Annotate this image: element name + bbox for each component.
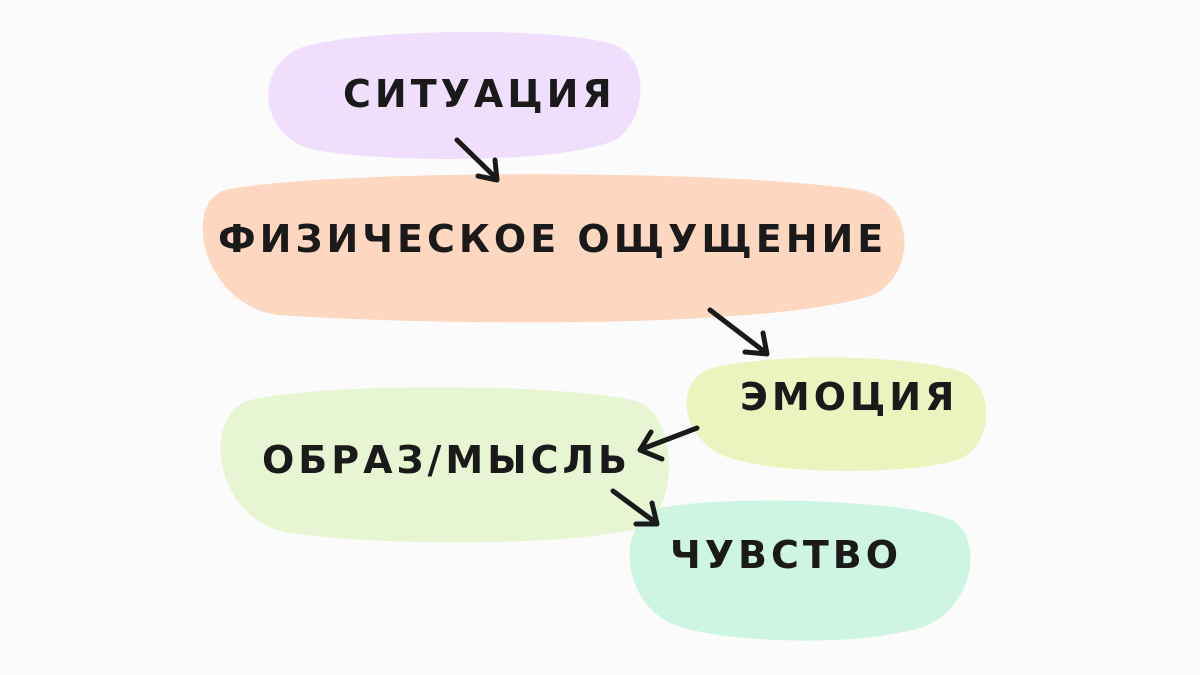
arrow-shaft bbox=[610, 488, 658, 525]
edge-emotion-to-thought bbox=[637, 425, 700, 462]
node-image-thought-label: ОБРАЗ/МЫСЛЬ bbox=[262, 438, 632, 482]
node-emotion-label: ЭМОЦИЯ bbox=[740, 375, 959, 419]
node-feeling-shape bbox=[629, 500, 971, 641]
arrow-head bbox=[475, 157, 500, 183]
node-physical-sensation-shape bbox=[202, 174, 905, 323]
node-situation-label: СИТУАЦИЯ bbox=[343, 72, 616, 116]
node-physical-sensation-label: ФИЗИЧЕСКОЕ ОЩУЩЕНИЕ bbox=[218, 217, 888, 261]
node-feeling-label: ЧУВСТВО bbox=[670, 533, 903, 577]
arrow-shaft bbox=[639, 425, 700, 452]
edge-physical-to-emotion bbox=[707, 307, 770, 357]
arrow-head bbox=[633, 500, 660, 527]
arrow-head bbox=[637, 429, 665, 462]
arrow-shaft bbox=[454, 137, 498, 180]
edge-situation-to-physical bbox=[454, 137, 500, 183]
node-situation-shape bbox=[268, 31, 641, 160]
node-emotion-shape bbox=[686, 357, 987, 472]
arrow-shaft bbox=[707, 307, 768, 355]
edge-thought-to-feeling bbox=[610, 488, 660, 527]
arrow-head bbox=[742, 330, 770, 357]
node-image-thought-shape bbox=[220, 387, 670, 543]
